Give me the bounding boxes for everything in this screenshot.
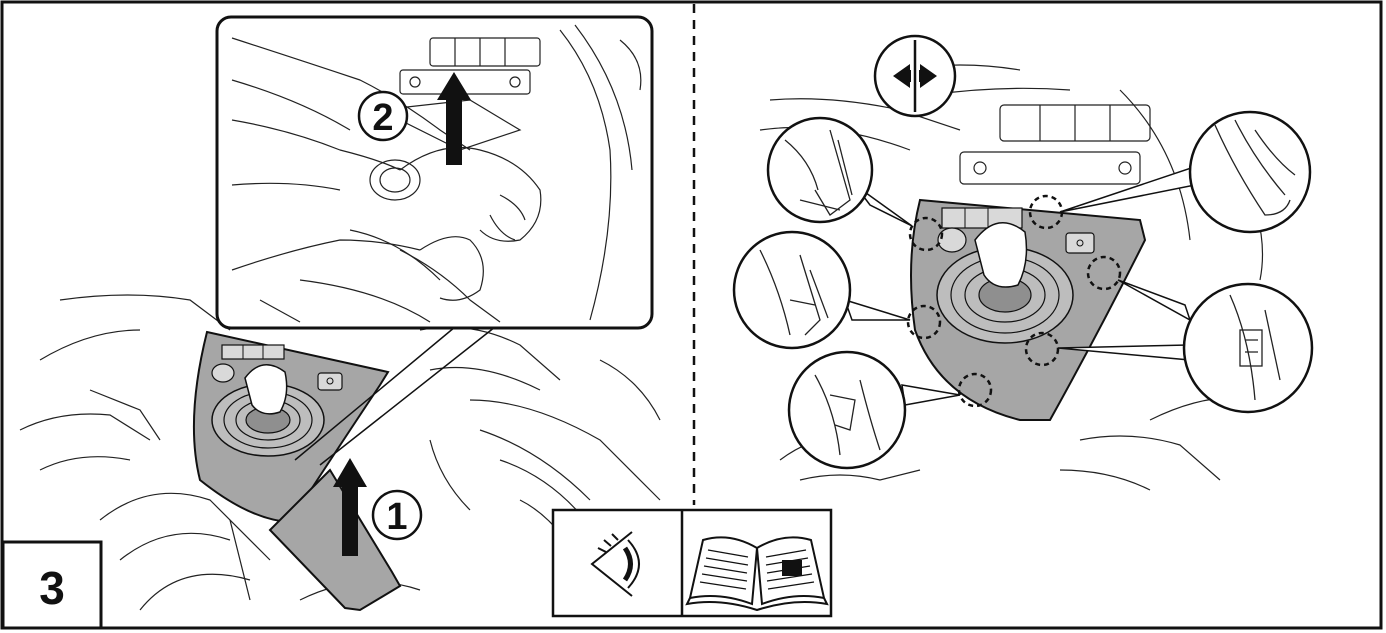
mirror-symmetry-icon (875, 36, 955, 116)
callout-2-label: 2 (372, 97, 393, 139)
detail-inset: 2 (217, 17, 652, 328)
step-number: 3 (39, 562, 65, 614)
callout-1-label: 1 (386, 496, 407, 538)
reference-icons-panel (553, 510, 831, 616)
